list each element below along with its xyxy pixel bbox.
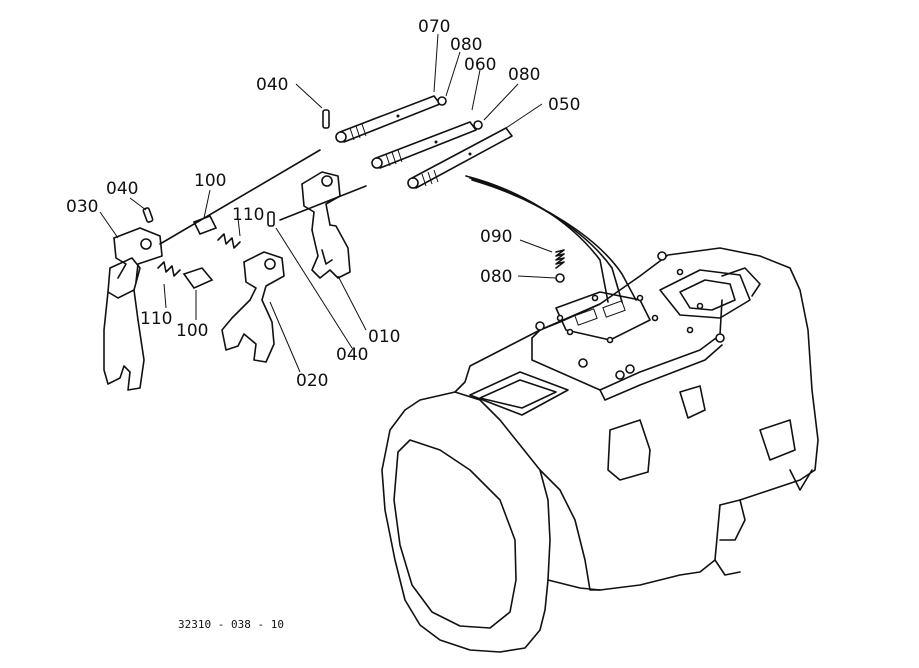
callout-040-mid: 040: [336, 345, 368, 365]
callout-080-b: 080: [508, 65, 540, 85]
transmission-case: [381, 247, 819, 653]
spring-pin-040-left: [142, 207, 154, 223]
detent-spring-110-lower: [157, 261, 181, 277]
shift-rod-060: [371, 121, 477, 169]
fork-guide-line: [159, 149, 321, 245]
callout-110-lower: 110: [140, 309, 172, 329]
callout-040-top: 040: [256, 75, 288, 95]
callout-010: 010: [368, 327, 400, 347]
shift-fork-030: [103, 227, 163, 391]
assembly-guide-lines: [465, 175, 637, 303]
callout-110-upper: 110: [232, 205, 264, 225]
callout-020: 020: [296, 371, 328, 391]
spring-090: [555, 249, 565, 269]
callout-050: 050: [548, 95, 580, 115]
steel-ball-080-case: [555, 273, 565, 283]
spring-pin-040-top: [322, 109, 330, 129]
callout-090: 090: [480, 227, 512, 247]
callout-070: 070: [418, 17, 450, 37]
drawing-number: 32310 - 038 - 10: [178, 618, 284, 631]
shift-rod-070: [335, 95, 441, 143]
callout-030: 030: [66, 197, 98, 217]
steel-ball-080-top: [437, 96, 447, 106]
leader-lines: [99, 33, 557, 373]
detent-plunger-100-lower: [182, 267, 214, 289]
spring-pin-040-mid: [267, 211, 275, 227]
steel-ball-080-mid: [473, 120, 483, 130]
callout-080-c: 080: [480, 267, 512, 287]
callout-040-left: 040: [106, 179, 138, 199]
callout-080-a: 080: [450, 35, 482, 55]
callout-labels: 070 080 060 080 050 040 100 040 030 110 …: [66, 17, 580, 391]
callout-100-upper: 100: [194, 171, 226, 191]
shift-rod-050: [407, 127, 513, 189]
shift-fork-020: [221, 251, 285, 363]
callout-100-lower: 100: [176, 321, 208, 341]
shift-fork-010: [301, 171, 351, 279]
detent-spring-110-upper: [217, 233, 241, 249]
detent-plunger-100-upper: [192, 214, 218, 236]
callout-060: 060: [464, 55, 496, 75]
fork-guide-line-2: [279, 185, 367, 221]
